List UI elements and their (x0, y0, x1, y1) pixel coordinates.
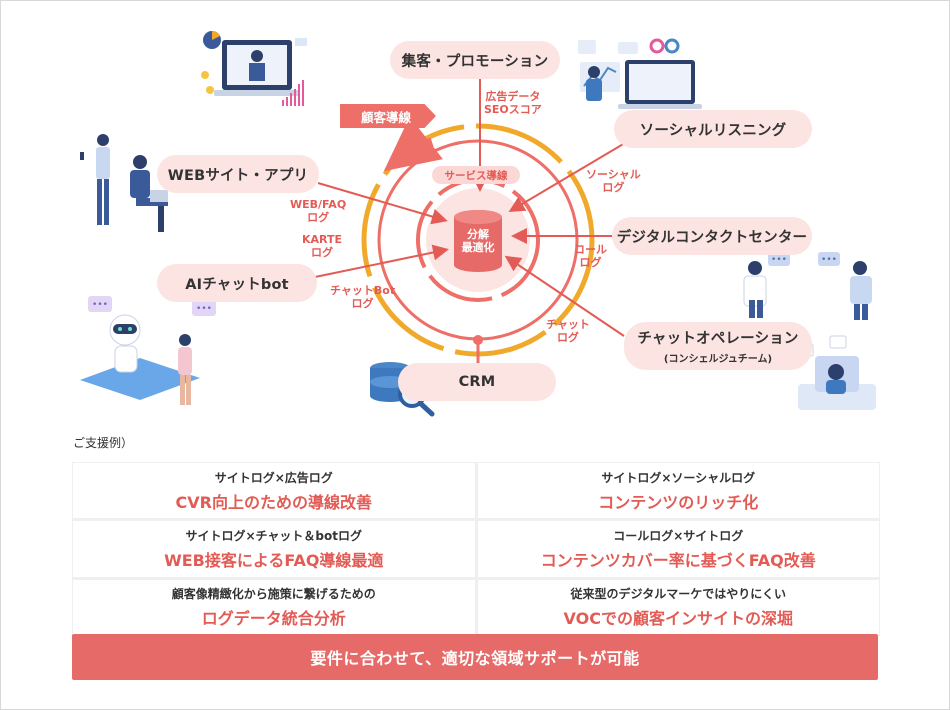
support-example-card: サイトログ×広告ログ CVR向上のための導線改善 (73, 463, 475, 519)
support-example-card: サイトログ×チャット＆botログ WEB接客によるFAQ導線最適 (73, 521, 475, 577)
support-example-card: 従来型のデジタルマーケではやりにくい VOCでの顧客インサイトの深堀 (477, 579, 879, 635)
arrow-social (508, 139, 631, 213)
label-karte-log: KARTE ログ (302, 233, 342, 259)
support-example-title: ログデータ統合分析 (201, 609, 346, 629)
svg-text:•••: ••• (771, 255, 787, 265)
label-web-faq-log: WEB/FAQ ログ (290, 198, 346, 224)
node-digital-contact-center: デジタルコンタクトセンター (612, 217, 812, 255)
svg-text:•••: ••• (92, 300, 108, 310)
label-ad-data-line2: SEOスコア (484, 103, 542, 116)
diagram-graphics: ••• ••• ••• ••• (80, 31, 876, 417)
node-chat-operation-label: チャットオペレーション (637, 331, 799, 347)
support-example-title: WEB接客によるFAQ導線最適 (164, 550, 384, 570)
label-ad-data-line1: 広告データ (485, 90, 541, 103)
service-flow-tag: サービス導線 (432, 166, 520, 184)
label-social-log-line1: ソーシャル (586, 168, 641, 181)
call-center-illustration: ••• ••• (743, 252, 872, 320)
support-example-card: サイトログ×ソーシャルログ コンテンツのリッチ化 (477, 463, 879, 519)
arrow-web (317, 182, 448, 225)
svg-text:•••: ••• (821, 255, 837, 265)
label-social-log-line2: ログ (602, 181, 625, 194)
support-examples-label: ご支援例） (73, 436, 134, 450)
dashboard-analyst-illustration (578, 38, 702, 109)
arrow-chatop (504, 255, 625, 337)
label-social-log: ソーシャル ログ (586, 168, 641, 194)
support-example-category: サイトログ×チャット＆botログ (185, 528, 362, 543)
label-call-line2: ログ (579, 256, 602, 269)
label-chatbot-line2: ログ (351, 297, 374, 310)
node-social-listening-label: ソーシャルリスニング (639, 122, 787, 139)
label-chat-line2: ログ (556, 331, 579, 344)
support-example-title: コンテンツカバー率に基づくFAQ改善 (540, 550, 816, 570)
label-chatbot-log: チャットBot ログ (330, 284, 395, 310)
label-web-faq-line1: WEB/FAQ (290, 198, 347, 211)
data-flow-diagram: ••• ••• ••• ••• (80, 31, 876, 417)
node-crm-label: CRM (458, 374, 496, 390)
label-chat-line1: チャット (546, 318, 590, 331)
node-ai-chatbot: AIチャットbot (157, 264, 317, 302)
database-core-icon (454, 210, 502, 272)
core-label-line1: 分解 (467, 228, 489, 241)
support-example-category: サイトログ×広告ログ (214, 470, 333, 485)
node-web-app: WEBサイト・アプリ (157, 155, 319, 193)
label-call-log: コール ログ (574, 243, 607, 269)
node-web-app-label: WEBサイト・アプリ (167, 167, 309, 184)
support-example-category: サイトログ×ソーシャルログ (601, 470, 756, 485)
node-chat-operation-sublabel: (コンシェルジュチーム) (663, 354, 773, 365)
laptop-presenter-illustration (201, 31, 307, 106)
label-web-faq-line2: ログ (307, 211, 330, 224)
support-example-card: 顧客像精緻化から施策に繋げるための ログデータ統合分析 (73, 579, 475, 635)
node-digital-contact-center-label: デジタルコンタクトセンター (616, 229, 808, 246)
support-example-category: 顧客像精緻化から施策に繋げるための (171, 587, 376, 602)
node-ai-chatbot-label: AIチャットbot (185, 276, 289, 293)
support-example-title: CVR向上のための導線改善 (175, 492, 372, 512)
mobile-users-illustration (80, 134, 168, 232)
label-chatbot-line1: チャットBot (330, 284, 396, 297)
customer-flow-tag: 顧客導線 (340, 104, 436, 128)
label-ad-data: 広告データ SEOスコア (484, 90, 542, 116)
support-example-title: VOCでの顧客インサイトの深堀 (563, 609, 793, 629)
arrow-ai (314, 244, 449, 278)
svg-text:•••: ••• (196, 304, 212, 314)
label-karte-line1: KARTE (302, 233, 343, 246)
core-label-line2: 最適化 (461, 241, 495, 254)
support-example-category: 従来型のデジタルマーケではやりにくい (570, 587, 787, 602)
support-example-title: コンテンツのリッチ化 (598, 492, 759, 512)
support-banner: 要件に合わせて、適切な領域サポートが可能 (72, 634, 878, 680)
node-social-listening: ソーシャルリスニング (614, 110, 812, 148)
label-karte-line2: ログ (311, 246, 334, 259)
customer-flow-arrow (383, 116, 443, 172)
node-promotion: 集客・プロモーション (390, 41, 560, 79)
support-example-category: コールログ×サイトログ (613, 528, 744, 543)
chatbot-robot-illustration: ••• ••• (80, 296, 216, 405)
support-examples-grid: サイトログ×広告ログ CVR向上のための導線改善 サイトログ×ソーシャルログ コ… (72, 462, 880, 636)
support-example-card: コールログ×サイトログ コンテンツカバー率に基づくFAQ改善 (477, 521, 879, 577)
label-call-line1: コール (574, 243, 607, 256)
node-crm: CRM (398, 363, 556, 401)
node-promotion-label: 集客・プロモーション (401, 53, 549, 70)
label-chat-log: チャット ログ (546, 318, 590, 344)
node-chat-operation: チャットオペレーション (コンシェルジュチーム) (624, 322, 812, 370)
core-label: 分解 最適化 (455, 213, 501, 269)
